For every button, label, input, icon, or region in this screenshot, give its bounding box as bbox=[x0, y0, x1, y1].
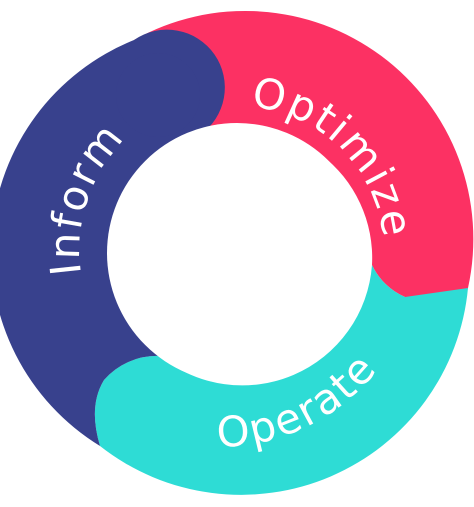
center-hole bbox=[107, 123, 367, 383]
segment-inform-cap bbox=[116, 53, 200, 137]
segment-operate bbox=[94, 265, 468, 495]
